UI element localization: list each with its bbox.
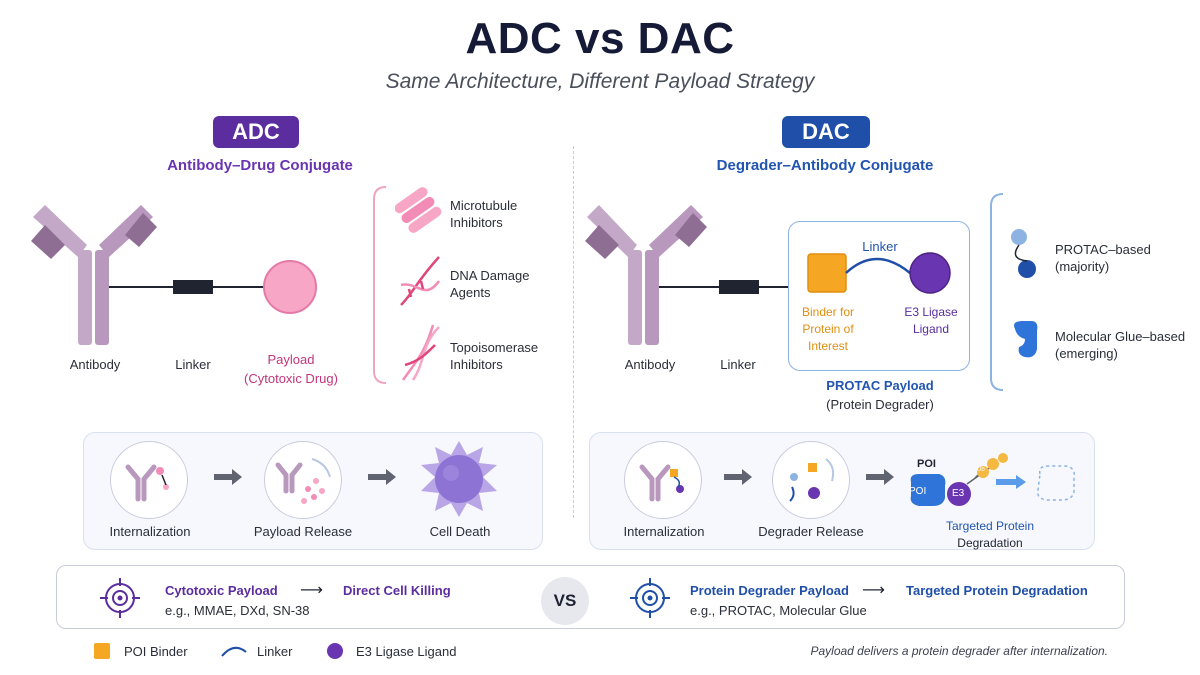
microtubule-icon — [395, 187, 442, 233]
molecular-glue-icon — [1014, 321, 1038, 358]
protac-linker-icon — [845, 257, 911, 274]
dac-step-1-circle — [624, 441, 702, 519]
dac-subtitle: Degrader–Antibody Conjugate — [716, 157, 934, 174]
protac-payload-box — [788, 221, 970, 371]
poi-binder-icon — [807, 253, 847, 293]
dac-linker-label: Linker — [720, 357, 756, 372]
poi-label: POI — [917, 458, 936, 470]
adc-construct — [31, 205, 317, 345]
e3-inner-label: E3 — [952, 488, 965, 499]
adc-payload-label: Payload — [267, 352, 315, 367]
left-arrow: ⟶ — [300, 582, 323, 599]
internalization-icon — [125, 464, 169, 502]
adc-class-icons — [395, 187, 442, 381]
adc-step-3-label: Cell Death — [429, 524, 491, 539]
page-title: ADC vs DAC — [465, 14, 735, 63]
adc-step-2-label: Payload Release — [253, 524, 353, 539]
protac-icons — [807, 252, 951, 294]
dac-arrow-2 — [866, 469, 894, 485]
target-icon — [630, 578, 670, 618]
legend-linker: Linker — [257, 644, 293, 659]
dna-icon — [400, 256, 441, 306]
linker-icon — [173, 280, 213, 294]
antibody-icon — [31, 205, 157, 345]
right-arrow: ⟶ — [862, 582, 885, 599]
protac-based-icon — [1011, 229, 1036, 278]
page-subtitle: Same Architecture, Different Payload Str… — [385, 70, 815, 93]
poi-binder-legend-icon — [94, 643, 110, 659]
vs-badge: VS — [541, 577, 589, 625]
comparison-box — [56, 565, 1125, 629]
adc-step-1-circle — [110, 441, 188, 519]
dac-badge: DAC — [782, 116, 870, 148]
degrader-payload-title: Protein Degrader Payload — [690, 583, 849, 598]
adc-step-2-circle — [264, 441, 342, 519]
adc-badge: ADC — [213, 116, 299, 148]
cytotoxic-payload-title: Cytotoxic Payload — [165, 583, 278, 598]
degraded-protein-icon — [1036, 465, 1076, 501]
adc-payload-sub: (Cytotoxic Drug) — [244, 371, 338, 386]
degrader-examples: e.g., PROTAC, Molecular Glue — [690, 603, 867, 618]
adc-step-1-label: Internalization — [109, 524, 191, 539]
dac-step-1-label: Internalization — [623, 524, 705, 539]
targeted-degradation-line2: Degradation — [957, 536, 1023, 550]
linker-icon — [719, 280, 759, 294]
dac-class-icons — [1011, 229, 1038, 358]
adc-linker-label: Linker — [175, 357, 211, 372]
dac-internalization-icon — [639, 464, 684, 502]
dac-step-2-label: Degrader Release — [758, 524, 864, 539]
adc-arrow-1 — [214, 469, 242, 485]
protac-payload-sub: (Protein Degrader) — [826, 397, 934, 412]
payload-release-icon — [275, 458, 331, 504]
dac-antibody-label: Antibody — [624, 357, 676, 372]
protac-linker-label: Linker — [862, 239, 898, 254]
dac-construct — [585, 205, 788, 345]
target-icon — [100, 578, 140, 618]
degradation-arrow — [996, 475, 1026, 489]
dac-class-1: PROTAC–based(majority) — [1055, 242, 1151, 274]
adc-brace — [373, 186, 387, 384]
protac-payload-label: PROTAC Payload — [826, 378, 934, 393]
ternary-complex-icon — [910, 453, 1008, 506]
poi-inner-label: POI — [909, 486, 927, 497]
adc-antibody-label: Antibody — [69, 357, 121, 372]
dac-arrow-1 — [724, 469, 752, 485]
e3-ligand-icon — [909, 252, 951, 294]
e3-legend-icon — [327, 643, 343, 659]
linker-legend-icon — [221, 646, 247, 657]
dac-step-2-circle — [772, 441, 850, 519]
payload-icon — [263, 260, 317, 314]
footnote: Payload delivers a protein degrader afte… — [810, 644, 1108, 658]
antibody-icon — [585, 205, 707, 345]
adc-subtitle: Antibody–Drug Conjugate — [167, 157, 353, 174]
targeted-protein-degradation: Targeted Protein Degradation — [906, 583, 1088, 598]
legend-poi-binder: POI Binder — [124, 644, 188, 659]
degrader-release-icon — [789, 458, 835, 502]
dac-brace — [990, 193, 1004, 391]
section-divider — [573, 146, 574, 518]
cell-death-icon — [421, 441, 497, 517]
ub-label: Ub — [977, 467, 985, 473]
targeted-degradation-line1: Targeted Protein — [945, 519, 1035, 533]
direct-cell-killing: Direct Cell Killing — [343, 583, 451, 598]
dac-class-2: Molecular Glue–based(emerging) — [1055, 329, 1186, 361]
legend-e3-ligase: E3 Ligase Ligand — [356, 644, 457, 659]
cytotoxic-examples: e.g., MMAE, DXd, SN-38 — [165, 603, 310, 618]
adc-arrow-2 — [368, 469, 396, 485]
topoisomerase-icon — [401, 324, 440, 381]
